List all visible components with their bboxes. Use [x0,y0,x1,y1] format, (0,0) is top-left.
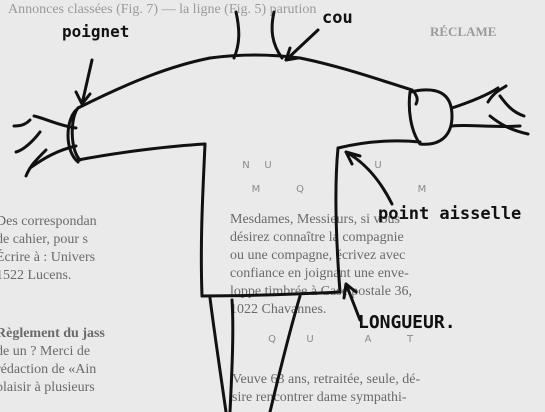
right-hand [452,86,528,134]
neck-outline [234,12,282,58]
arrow-neck [286,30,318,60]
label-length: LONGUEUR. [358,312,456,333]
label-neck: cou [322,8,353,28]
left-cuff [68,108,80,162]
arrow-armpit [346,152,392,204]
label-wrist: poignet [62,22,129,41]
label-armpit: point aisselle [378,204,521,224]
right-leg [270,296,300,412]
left-shoulder-line [78,58,210,108]
hem [202,292,340,296]
right-sleeve-bottom [338,141,420,148]
left-leg [210,298,233,412]
left-sleeve-bottom [78,144,205,160]
arrow-wrist [76,60,92,104]
left-hand [14,116,76,176]
shoulder-line [210,55,412,90]
body-right-side [336,148,340,292]
body-left-side [201,144,205,296]
